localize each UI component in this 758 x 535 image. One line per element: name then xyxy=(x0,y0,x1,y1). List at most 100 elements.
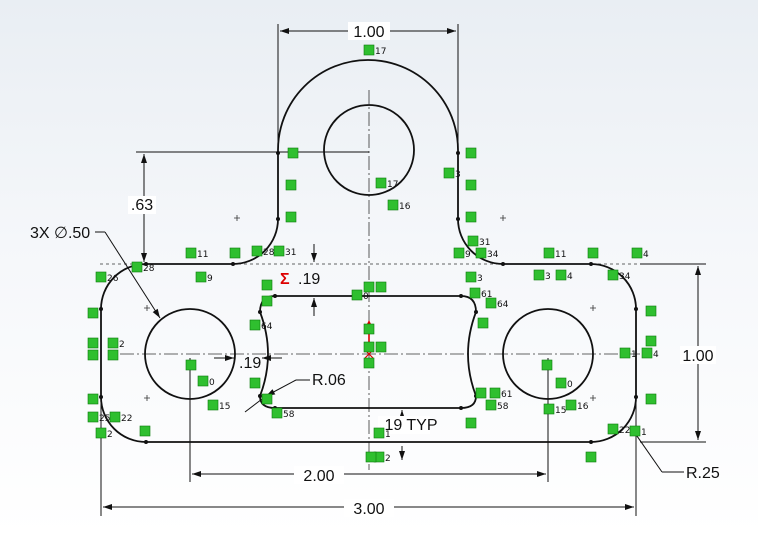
relation-badge[interactable]: 9 xyxy=(195,271,213,284)
relation-badge[interactable]: 17 xyxy=(375,177,398,190)
svg-text:61: 61 xyxy=(501,390,512,400)
relation-badge[interactable]: 64 xyxy=(485,297,509,310)
dim-left-height[interactable]: .63 xyxy=(131,197,153,214)
relation-badge[interactable]: 2 xyxy=(95,427,113,440)
svg-text:11: 11 xyxy=(555,250,566,260)
dim-overall-width[interactable]: 3.00 xyxy=(353,501,384,518)
svg-text:4: 4 xyxy=(643,250,649,260)
relation-badge[interactable]: 61 xyxy=(469,287,492,300)
relation-badge[interactable]: 64 xyxy=(249,319,273,332)
svg-text:22: 22 xyxy=(121,414,132,424)
svg-text:11: 11 xyxy=(197,250,208,260)
dim-fillet[interactable]: R.06 xyxy=(312,372,346,389)
svg-text:64: 64 xyxy=(497,300,509,310)
svg-text:0: 0 xyxy=(209,378,215,388)
dim-right-height[interactable]: 1.00 xyxy=(682,348,713,365)
dim-sigma-value[interactable]: .19 xyxy=(298,271,320,288)
svg-text:2: 2 xyxy=(119,340,125,350)
relation-badge[interactable]: 3 xyxy=(533,269,551,282)
relation-badge[interactable]: 2 xyxy=(107,337,125,350)
relation-badges[interactable]: 17 17 16 3 11 28 31 31 xyxy=(87,44,659,464)
dim-hole-callout[interactable]: 3X ∅.50 xyxy=(30,225,90,242)
svg-text:2: 2 xyxy=(385,454,391,464)
relation-badge[interactable]: 22 xyxy=(109,411,132,424)
relation-badge[interactable]: 1 xyxy=(629,425,647,438)
relation-badge[interactable]: 4 xyxy=(641,347,659,360)
relation-badge[interactable]: 4 xyxy=(555,269,573,282)
dim-corner-radius[interactable]: R.25 xyxy=(686,465,720,482)
relation-badge[interactable]: 3 xyxy=(443,167,461,180)
svg-text:0: 0 xyxy=(567,380,573,390)
svg-text:0: 0 xyxy=(363,292,369,302)
svg-text:4: 4 xyxy=(567,272,573,282)
svg-text:31: 31 xyxy=(285,248,296,258)
svg-text:9: 9 xyxy=(465,250,471,260)
svg-text:34: 34 xyxy=(487,250,499,260)
svg-text:17: 17 xyxy=(375,47,386,57)
centerlines xyxy=(100,90,705,470)
svg-text:1: 1 xyxy=(631,350,637,360)
relation-badge[interactable]: 58 xyxy=(485,399,509,412)
relation-badge[interactable]: 31 xyxy=(273,245,296,258)
arc-center-marks xyxy=(144,215,596,401)
svg-text:25: 25 xyxy=(99,414,110,424)
relation-badge[interactable]: 25 xyxy=(87,411,110,424)
dimension-texts[interactable]: 1.00 .63 3X ∅.50 Σ .19 .19 R.06 .19 TYP … xyxy=(30,22,720,518)
svg-text:15: 15 xyxy=(219,402,230,412)
relation-badge[interactable]: 4 xyxy=(631,247,649,260)
relation-badge[interactable]: 28 xyxy=(131,261,155,274)
dim-gap[interactable]: .19 xyxy=(239,355,261,372)
relation-badge[interactable]: 34 xyxy=(475,247,499,260)
relation-badge[interactable]: 31 xyxy=(467,235,490,248)
relation-badge[interactable]: 3 xyxy=(465,271,483,284)
relation-badge[interactable]: 15 xyxy=(543,403,566,416)
relation-badge[interactable]: 34 xyxy=(607,269,631,282)
svg-text:22: 22 xyxy=(619,426,630,436)
svg-text:31: 31 xyxy=(479,238,490,248)
dim-typ[interactable]: .19 TYP xyxy=(380,417,438,434)
relation-badge[interactable]: 26 xyxy=(95,271,119,284)
svg-text:3: 3 xyxy=(455,170,461,180)
relation-badge[interactable]: 58 xyxy=(271,407,295,420)
svg-text:28: 28 xyxy=(263,248,275,258)
svg-text:17: 17 xyxy=(387,180,398,190)
dim-top-width[interactable]: 1.00 xyxy=(353,24,384,41)
svg-text:2: 2 xyxy=(107,430,113,440)
svg-text:4: 4 xyxy=(653,350,659,360)
svg-text:16: 16 xyxy=(577,402,589,412)
relation-badge[interactable]: 9 xyxy=(453,247,471,260)
svg-text:1: 1 xyxy=(385,430,391,440)
svg-text:1: 1 xyxy=(641,428,647,438)
relation-badge[interactable]: 1 xyxy=(373,427,391,440)
relation-badge[interactable]: 11 xyxy=(185,247,208,260)
dim-sigma-symbol[interactable]: Σ xyxy=(280,271,290,288)
relation-badge[interactable]: 22 xyxy=(607,423,630,436)
relation-badge[interactable]: 11 xyxy=(543,247,566,260)
relation-badge[interactable]: 61 xyxy=(489,387,512,400)
relation-badge[interactable]: 0 xyxy=(555,377,573,390)
svg-text:34: 34 xyxy=(619,272,631,282)
relation-badge[interactable]: 2 xyxy=(373,451,391,464)
svg-text:26: 26 xyxy=(107,274,119,284)
relation-badge[interactable]: 16 xyxy=(387,199,411,212)
relation-badge[interactable]: 15 xyxy=(207,399,230,412)
relation-badge[interactable]: 16 xyxy=(565,399,589,412)
svg-text:61: 61 xyxy=(481,290,492,300)
svg-text:3: 3 xyxy=(477,274,483,284)
dimension-lines[interactable] xyxy=(95,24,706,516)
relation-badge[interactable]: 0 xyxy=(197,375,215,388)
relation-badge[interactable]: 0 xyxy=(351,289,369,302)
relation-badge[interactable]: 28 xyxy=(251,245,275,258)
svg-text:16: 16 xyxy=(399,202,411,212)
svg-text:28: 28 xyxy=(143,264,155,274)
svg-text:3: 3 xyxy=(545,272,551,282)
svg-text:64: 64 xyxy=(261,322,273,332)
svg-text:58: 58 xyxy=(497,402,509,412)
relation-badge[interactable]: 17 xyxy=(363,44,386,57)
relation-markers[interactable] xyxy=(87,147,657,463)
svg-text:9: 9 xyxy=(207,274,213,284)
dim-hole-spacing[interactable]: 2.00 xyxy=(303,468,334,485)
relation-badge[interactable]: 1 xyxy=(619,347,637,360)
svg-text:15: 15 xyxy=(555,406,566,416)
